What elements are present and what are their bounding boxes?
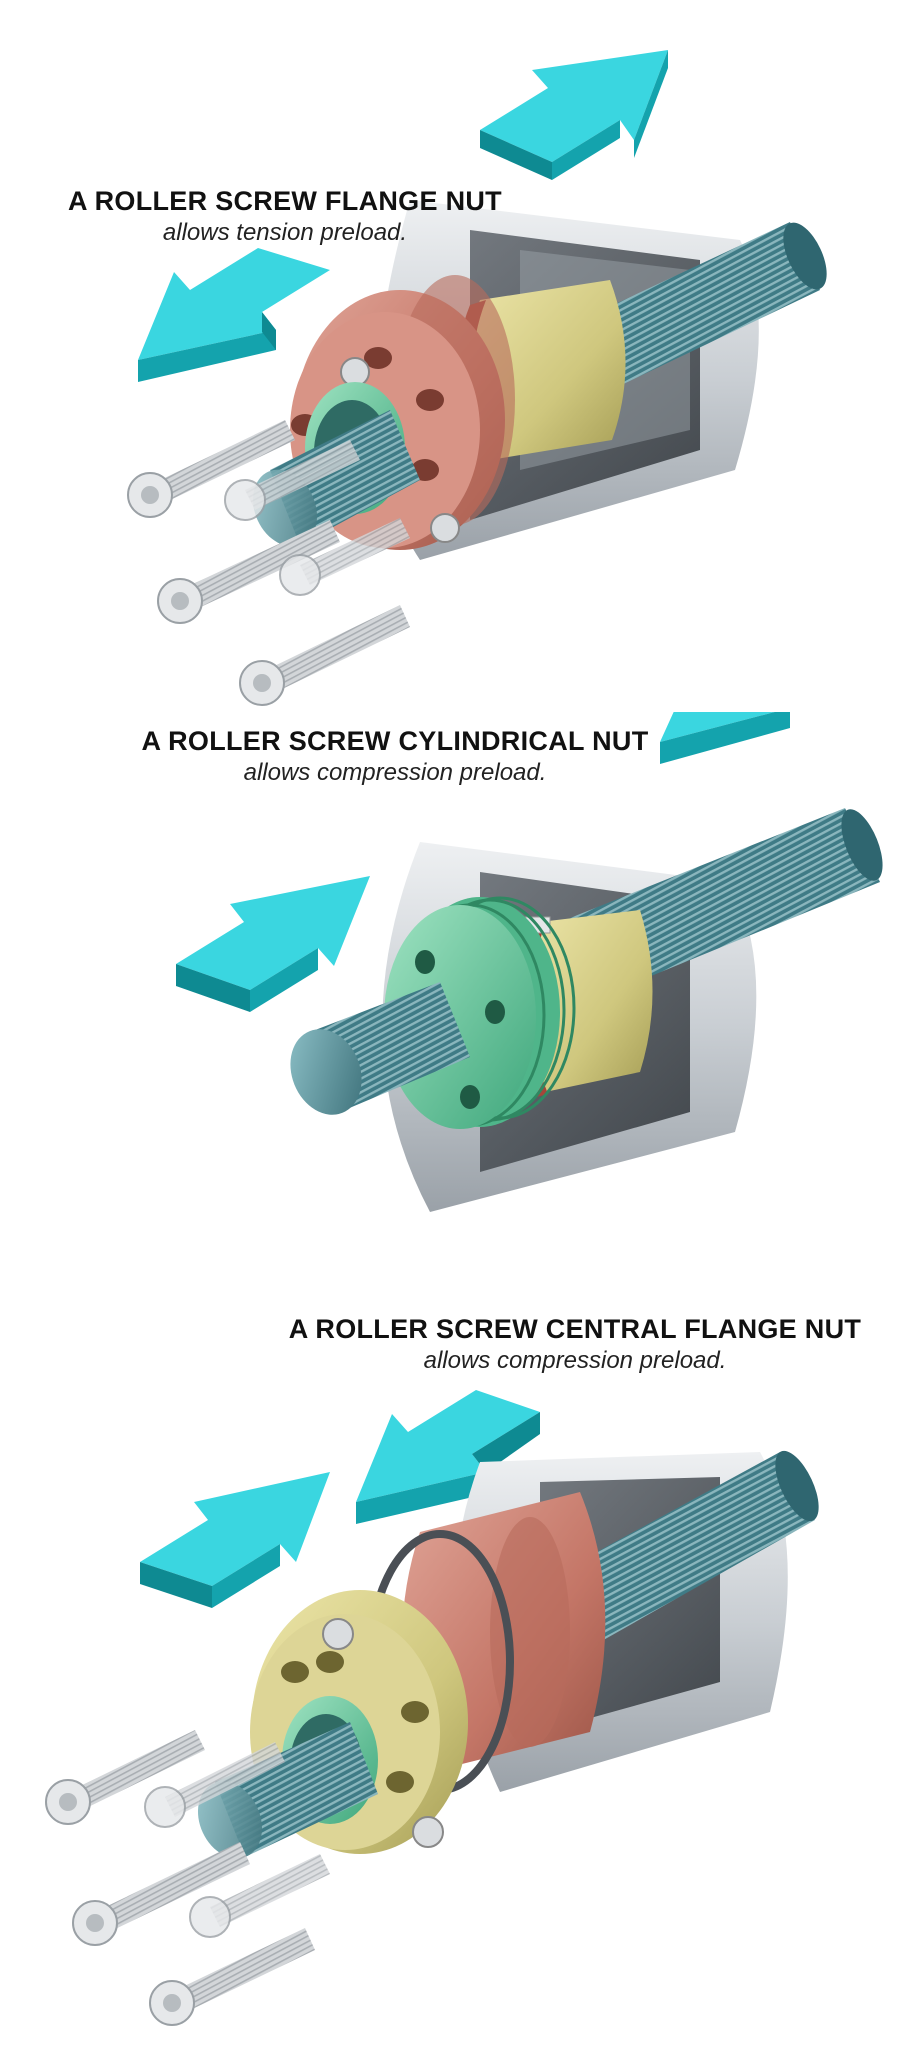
cylindrical-nut-illustration	[176, 712, 883, 1212]
panel-central-flange-nut: A ROLLER SCREW CENTRAL FLANGE NUT allows…	[0, 1272, 916, 2048]
arrow-icon	[660, 712, 790, 764]
panel-subtitle: allows tension preload.	[162, 219, 408, 246]
panel-subtitle: allows compression preload.	[423, 1347, 727, 1374]
bolt-icon	[45, 1730, 205, 1825]
panel-cylindrical-nut: A ROLLER SCREW CYLINDRICAL NUT allows co…	[0, 712, 916, 1272]
arrow-icon	[140, 1472, 330, 1608]
bolt-icon	[189, 1854, 330, 1938]
screw-end	[290, 982, 470, 1115]
panel-title: A ROLLER SCREW CYLINDRICAL NUT	[141, 726, 649, 756]
bolt-icon	[72, 1842, 250, 1946]
caption-flange-nut: A ROLLER SCREW FLANGE NUT allows tension…	[40, 186, 530, 247]
arrow-icon	[356, 1390, 540, 1524]
bolt-icon	[239, 605, 410, 706]
caption-cylindrical-nut: A ROLLER SCREW CYLINDRICAL NUT allows co…	[140, 726, 650, 787]
panel-title: A ROLLER SCREW CENTRAL FLANGE NUT	[288, 1314, 862, 1344]
panel-flange-nut: A ROLLER SCREW FLANGE NUT allows tension…	[0, 0, 916, 712]
screw-end	[197, 1722, 378, 1859]
panel-title: A ROLLER SCREW FLANGE NUT	[68, 186, 502, 216]
bolt-icon	[279, 518, 410, 596]
bolt-icon	[127, 420, 295, 518]
caption-central-flange-nut: A ROLLER SCREW CENTRAL FLANGE NUT allows…	[270, 1314, 880, 1375]
bolt-icon	[224, 440, 360, 521]
screw-shaft	[560, 1450, 819, 1642]
bolt-icon	[157, 520, 340, 624]
central-flange-nut-illustration	[45, 1390, 819, 2026]
flange-nut-illustration	[127, 50, 827, 706]
arrow-icon	[480, 50, 668, 180]
bolt-icon	[144, 1742, 285, 1828]
arrow-icon	[138, 248, 330, 382]
arrow-icon	[176, 876, 370, 1012]
panel-subtitle: allows compression preload.	[243, 759, 547, 786]
bolt-icon	[149, 1928, 315, 2026]
